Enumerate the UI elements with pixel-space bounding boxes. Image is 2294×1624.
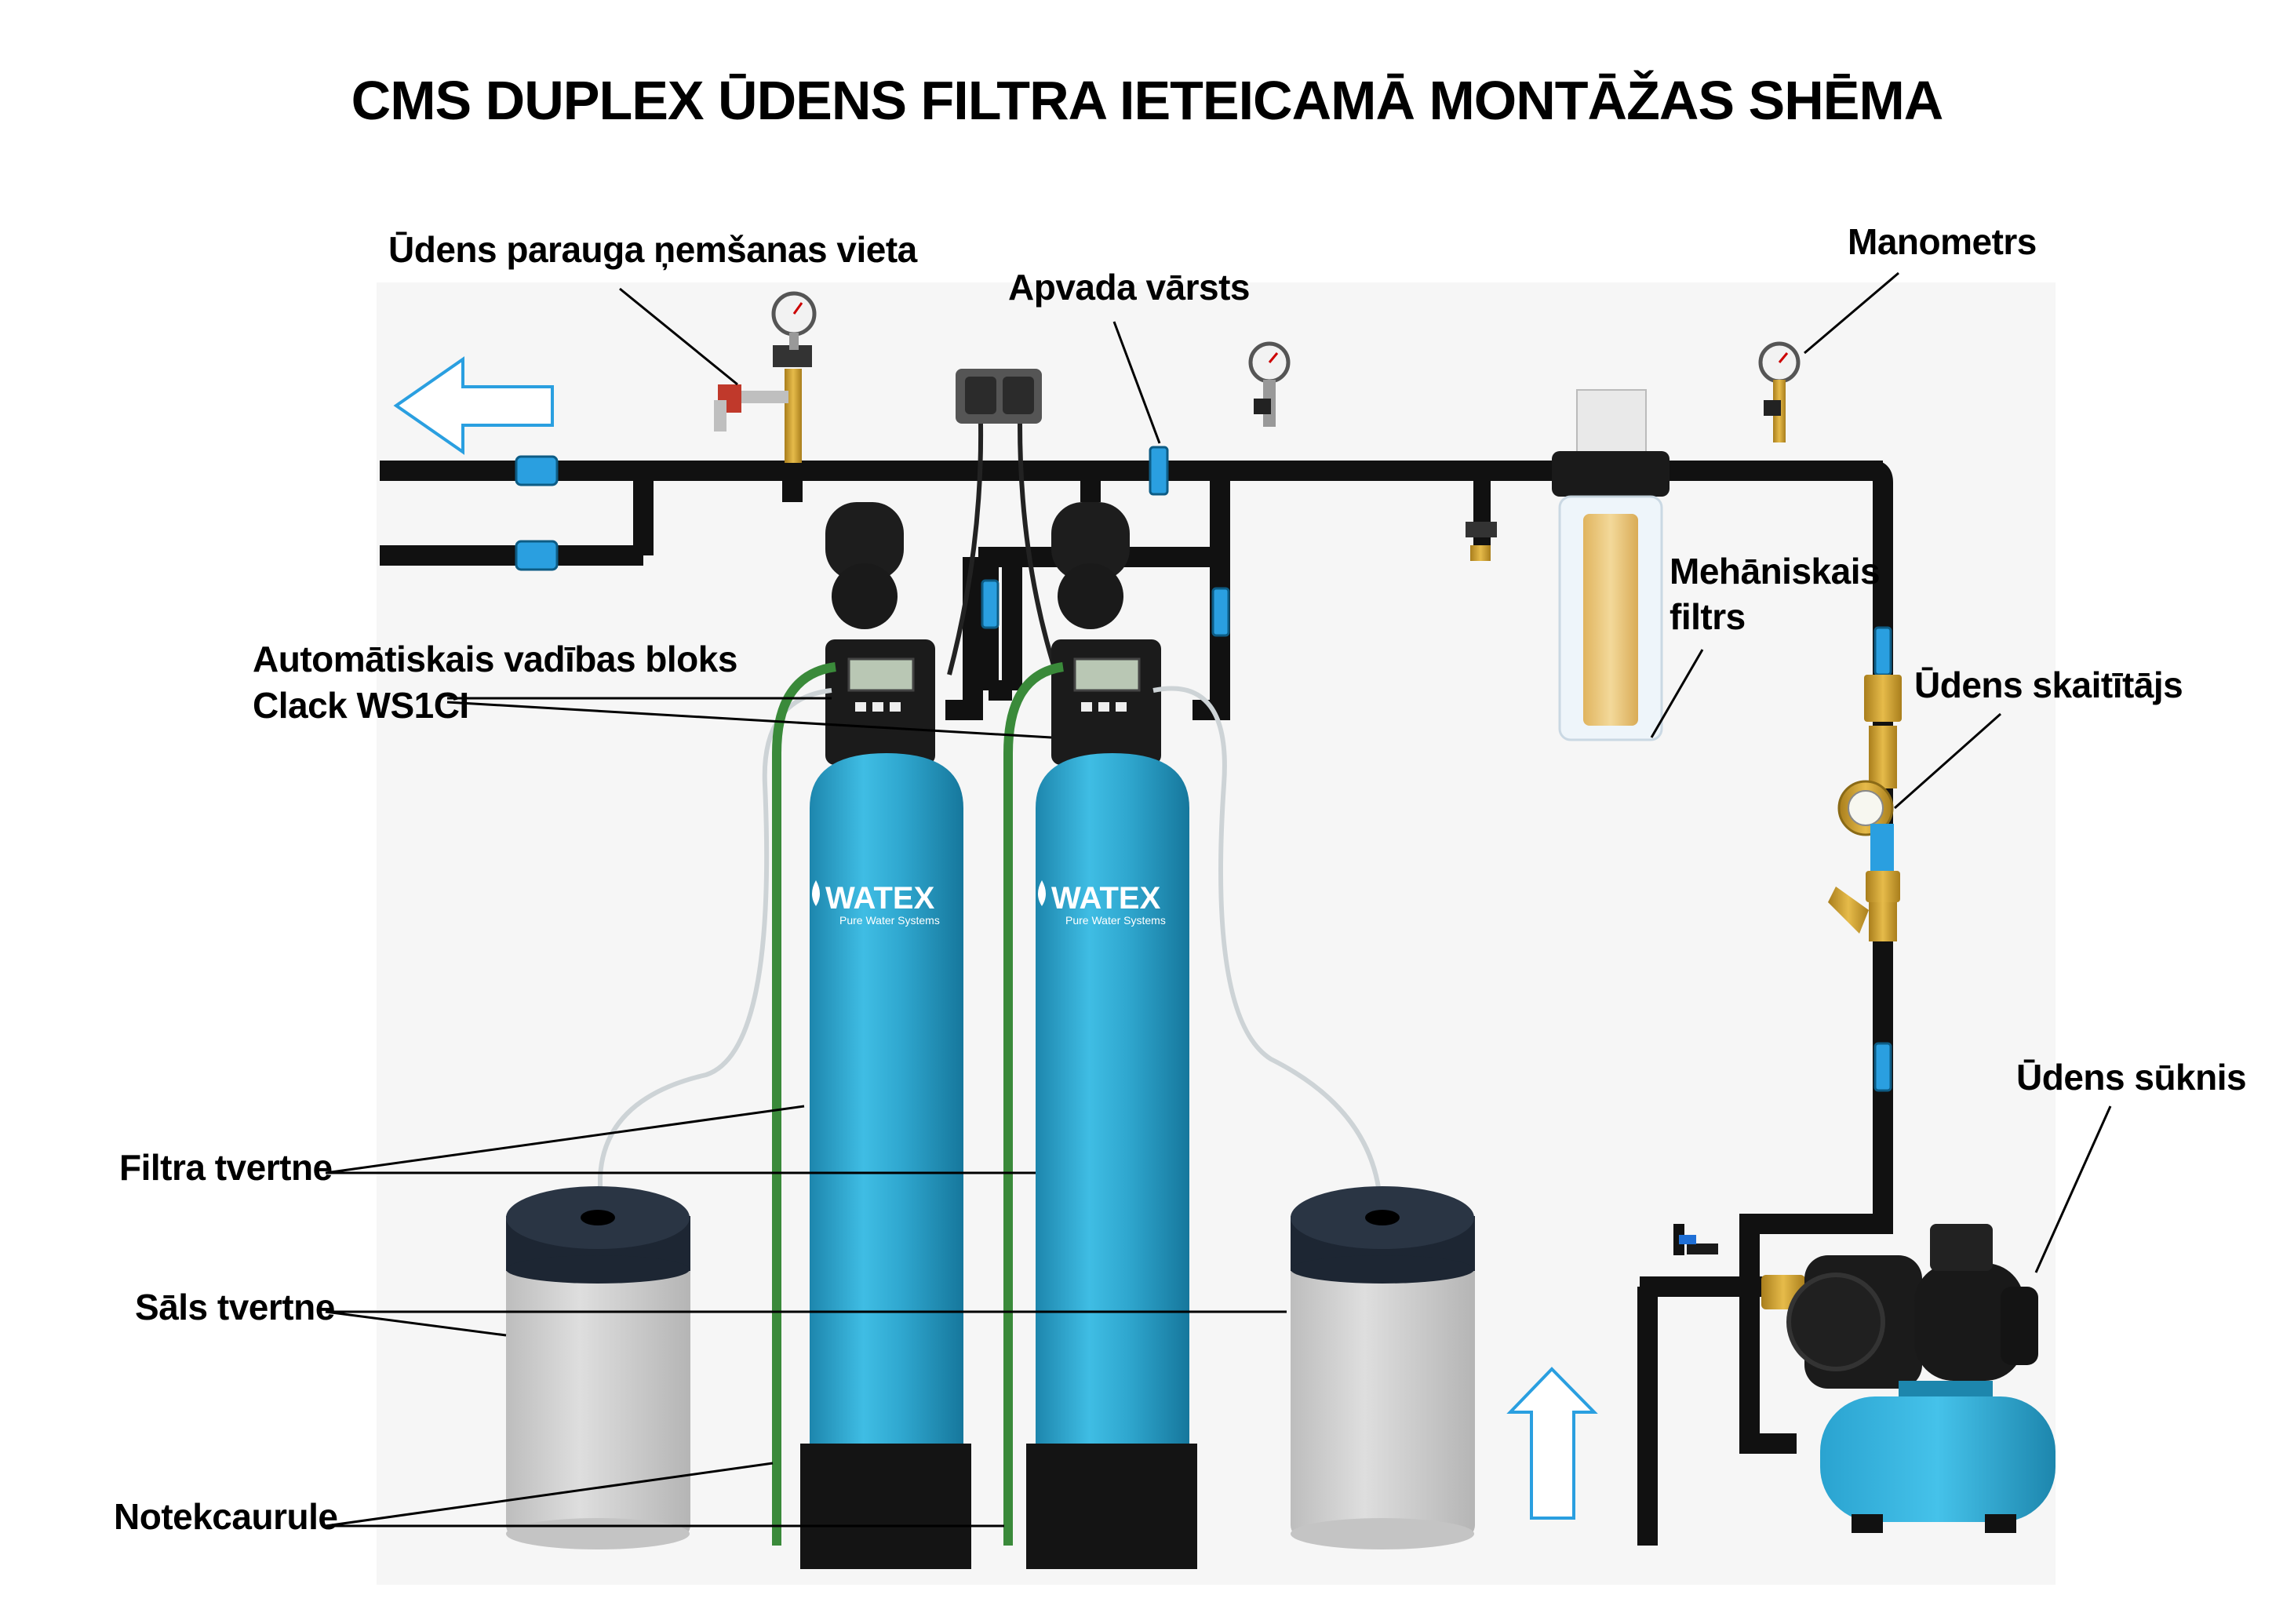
sample-point-valve-icon — [714, 345, 812, 463]
label-water-pump: Ūdens sūknis — [2016, 1057, 2247, 1098]
label-mechanical-filter-line1: Mehāniskais — [1670, 551, 1881, 592]
label-bypass-valve: Apvada vārsts — [1008, 267, 1251, 308]
manometer-icon — [771, 291, 817, 350]
label-control-unit-line2: Clack WS1CI — [253, 685, 469, 726]
filter-tank-right — [1026, 753, 1197, 1569]
brine-hoses — [598, 686, 1383, 1217]
drain-valve-icon — [1466, 480, 1497, 561]
label-salt-tank: Sāls tvertne — [135, 1287, 335, 1327]
manometer-icon — [1758, 341, 1801, 442]
salt-tank-right — [1291, 1186, 1475, 1549]
pipe-unions — [515, 446, 1892, 1092]
page-title: CMS DUPLEX ŪDENS FILTRA IETEICAMĀ MONTĀŽ… — [351, 70, 1944, 131]
pump-icon — [1673, 1224, 2055, 1533]
brand-logo-left: WATEX Pure Water Systems — [812, 880, 940, 927]
drain-hoses — [772, 662, 1065, 1546]
mechanical-filter — [1552, 389, 1670, 741]
brand-tagline: Pure Water Systems — [839, 914, 940, 927]
power-socket-icon — [947, 369, 1061, 683]
filter-tank-left — [800, 753, 971, 1569]
water-meter-icon — [1828, 675, 1902, 941]
label-mechanical-filter-line2: filtrs — [1670, 596, 1746, 637]
label-control-unit-line1: Automātiskais vadības bloks — [253, 639, 737, 679]
label-drain-pipe: Notekcaurule — [114, 1496, 338, 1537]
label-manometer: Manometrs — [1848, 221, 2037, 262]
flow-arrow-left-icon — [393, 356, 554, 455]
brand-logo-right: WATEX Pure Water Systems — [1038, 880, 1166, 927]
brand-name: WATEX — [825, 881, 935, 916]
brand-name: WATEX — [1051, 881, 1161, 916]
manometer-icon — [1248, 341, 1291, 427]
label-water-meter: Ūdens skaitītājs — [1914, 665, 2183, 705]
flow-arrow-up-icon — [1506, 1367, 1598, 1520]
label-sample-point: Ūdens parauga ņemšanas vieta — [388, 229, 917, 270]
brand-tagline: Pure Water Systems — [1065, 914, 1166, 927]
control-valve-left — [825, 502, 935, 800]
salt-tank-left — [506, 1186, 690, 1549]
leader-lines — [325, 271, 2112, 1528]
label-filter-tank: Filtra tvertne — [119, 1147, 333, 1188]
